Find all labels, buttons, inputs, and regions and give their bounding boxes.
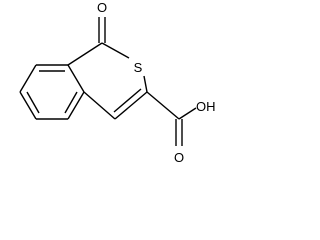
carboxylic-acid-group	[146, 91, 197, 146]
bond-c3-cooh	[146, 91, 180, 120]
chemical-structure-diagram: O S OH O	[19, 0, 216, 165]
bond-c4a-c8a	[67, 64, 85, 93]
ring-carbonyl	[98, 17, 106, 43]
sulfur-label: S	[134, 60, 143, 75]
carbonyl-oxygen-label: O	[174, 150, 184, 165]
benzene-ring	[19, 64, 85, 120]
thiopyran-ring	[67, 42, 148, 120]
bond-c4-c4a	[83, 91, 116, 120]
hydroxyl-label: OH	[196, 99, 216, 114]
bond-c8a-c1	[67, 42, 103, 66]
bond-s2-c3	[143, 75, 148, 93]
bond-c3-c4	[114, 91, 148, 120]
bond-c7-c6	[19, 91, 37, 120]
bond-c7-c6-double	[26, 91, 40, 114]
bond-c5-c4a	[67, 91, 85, 120]
bond-c5-c4a-double	[64, 91, 78, 114]
bond-c8-c7	[19, 64, 37, 93]
ring-oxygen-label: O	[97, 0, 107, 15]
bond-c3-c4-double	[113, 88, 142, 113]
bond-cooh-oh	[178, 107, 197, 120]
bond-c1-s2	[101, 42, 130, 59]
